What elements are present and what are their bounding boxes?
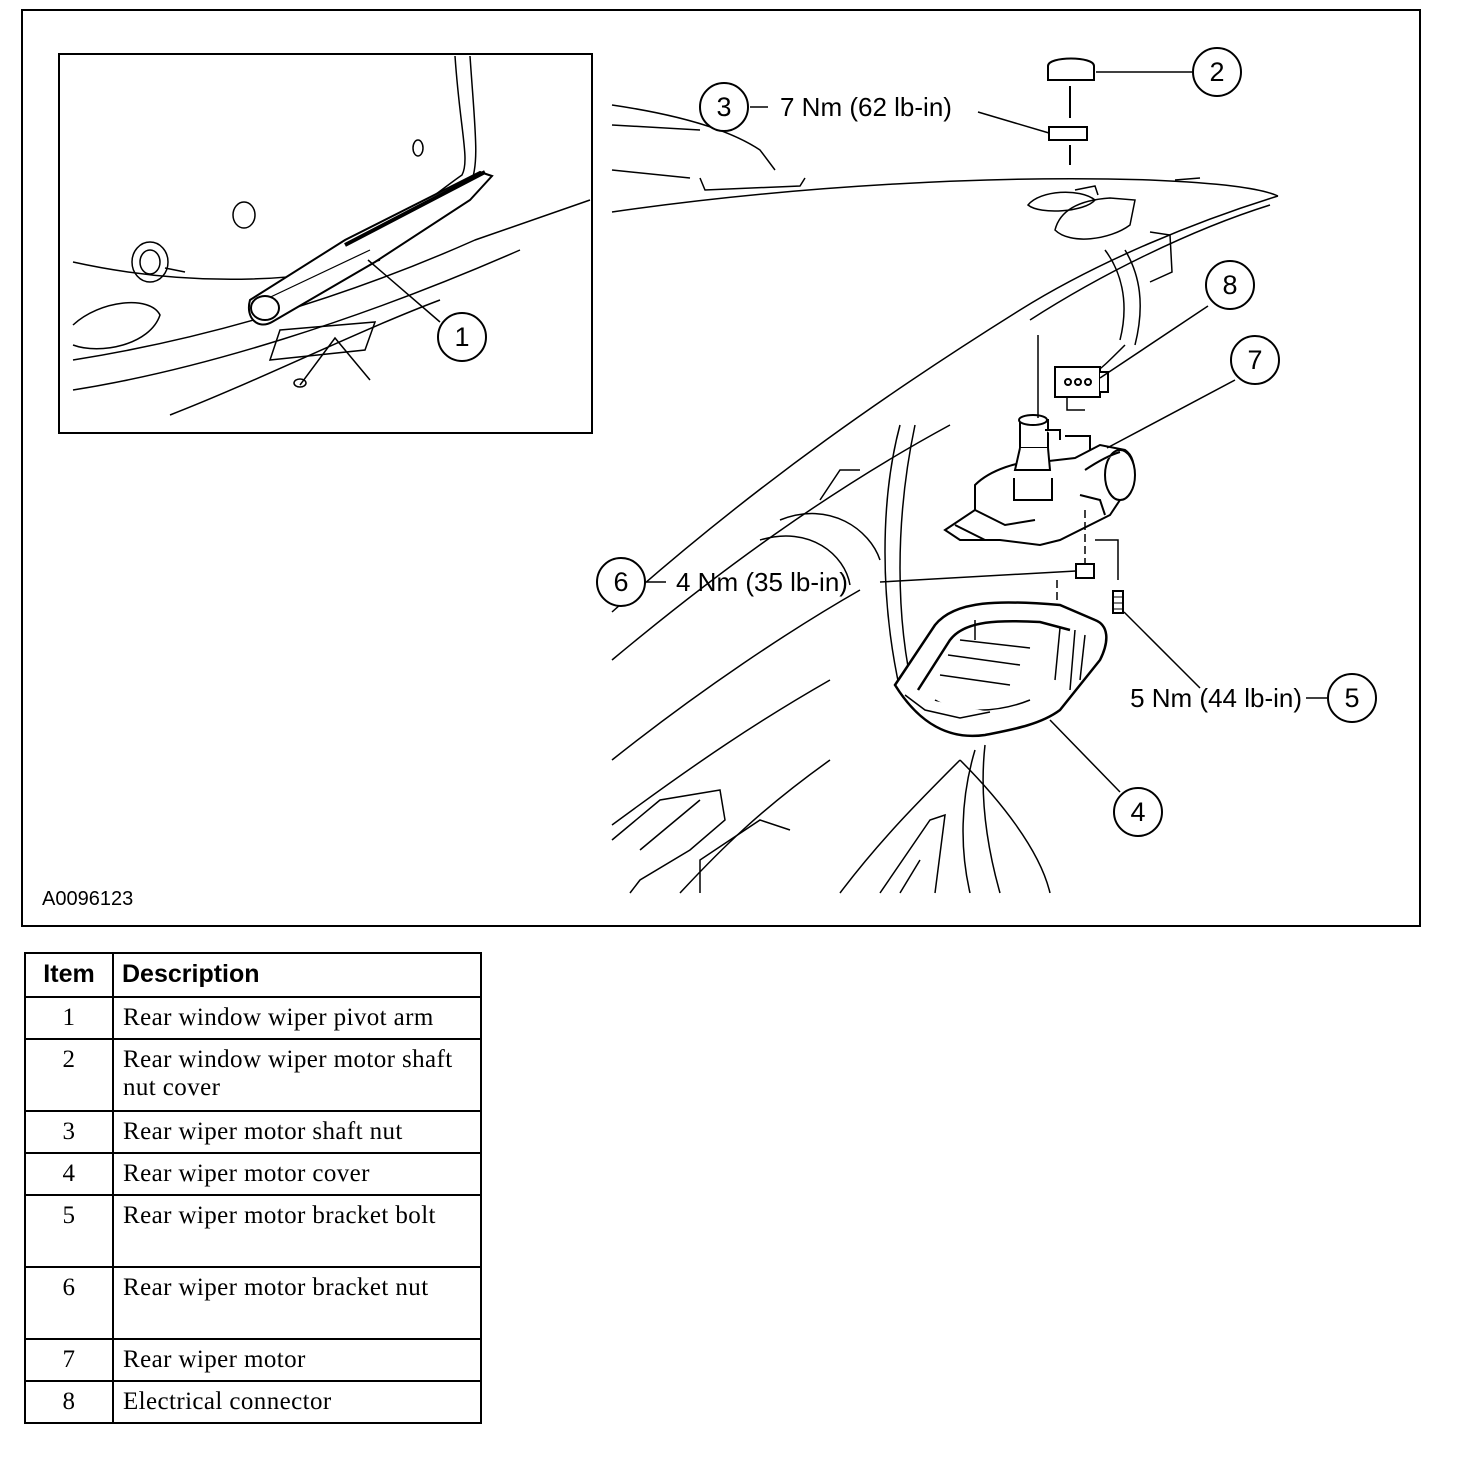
item-number: 3 [24,1110,114,1154]
washer-nozzle-icon [131,241,169,283]
inset-frame [58,53,593,434]
item-number: 5 [24,1194,114,1268]
item-description: Rear wiper motor shaft nut [112,1110,482,1154]
column-header-item: Item [24,952,114,998]
parts-legend-table: Item Description 1 Rear window wiper piv… [24,952,482,1424]
torque-label-nut-3: 7 Nm (62 lb-in) [780,92,952,122]
item-number: 8 [24,1380,114,1424]
exploded-view-diagram: 1 2 3 4 5 6 7 8 7 Nm (62 lb-in) 4 Nm (35… [21,9,1421,927]
torque-label-nut-6: 4 Nm (35 lb-in) [676,567,848,597]
item-description: Rear window wiper pivot arm [112,996,482,1040]
callout-5: 5 [1327,673,1377,723]
callout-4: 4 [1113,787,1163,837]
callout-2: 2 [1192,47,1242,97]
column-header-description: Description [112,952,482,998]
inset-detail [58,53,593,434]
wiper-motor-cover-icon [893,601,1108,738]
callout-7: 7 [1230,335,1280,385]
svg-text:3: 3 [716,92,731,122]
table-row: 3 Rear wiper motor shaft nut [24,1110,482,1154]
table-row: 5 Rear wiper motor bracket bolt [24,1194,482,1268]
item-number: 7 [24,1338,114,1382]
table-header-row: Item Description [24,952,482,998]
bracket-nut-icon [1075,563,1095,579]
table-row: 2 Rear window wiper motor shaft nut cove… [24,1038,482,1112]
svg-text:8: 8 [1222,270,1237,300]
svg-text:5: 5 [1344,683,1359,713]
item-description: Electrical connector [112,1380,482,1424]
vehicle-liftgate-outline [611,104,1279,894]
figure-id: A0096123 [42,888,133,910]
wiper-motor-icon [943,414,1136,547]
callout-6: 6 [596,557,646,607]
table-row: 1 Rear window wiper pivot arm [24,996,482,1040]
table-row: 6 Rear wiper motor bracket nut [24,1266,482,1340]
svg-text:4: 4 [1130,797,1145,827]
svg-text:6: 6 [613,567,628,597]
item-number: 1 [24,996,114,1040]
item-number: 6 [24,1266,114,1340]
figure-frame [21,9,1421,927]
table-row: 7 Rear wiper motor [24,1338,482,1382]
callout-8: 8 [1205,260,1255,310]
item-description: Rear window wiper motor shaft nut cover [112,1038,482,1112]
item-number: 4 [24,1152,114,1196]
bracket-bolt-icon [1112,590,1124,614]
svg-text:2: 2 [1209,57,1224,87]
leader-lines [367,71,1327,793]
callout-3: 3 [699,82,749,132]
table-row: 4 Rear wiper motor cover [24,1152,482,1196]
item-description: Rear wiper motor [112,1338,482,1382]
item-description: Rear wiper motor cover [112,1152,482,1196]
item-description: Rear wiper motor bracket nut [112,1266,482,1340]
svg-text:7: 7 [1247,345,1262,375]
shaft-nut-cover-icon [1046,57,1095,81]
assembly-line [1066,398,1085,411]
assembly-line [1095,539,1119,580]
table-row: 8 Electrical connector [24,1380,482,1424]
shaft-nut-icon [1048,126,1088,141]
item-description: Rear wiper motor bracket bolt [112,1194,482,1268]
electrical-connector-icon [1054,366,1109,398]
callout-1: 1 [437,312,487,362]
torque-label-bolt-5: 5 Nm (44 lb-in) [1130,683,1302,713]
item-number: 2 [24,1038,114,1112]
wiper-pivot-arm-icon [247,170,494,326]
svg-text:1: 1 [454,322,469,352]
